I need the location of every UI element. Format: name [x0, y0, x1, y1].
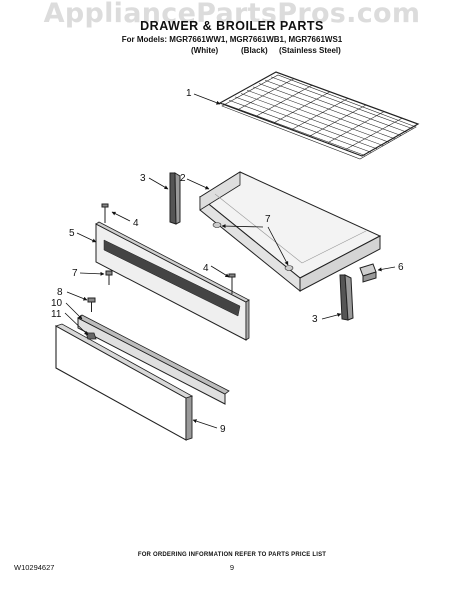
drawer-slide-upper [169, 172, 181, 225]
callout-6: 6 [398, 262, 404, 273]
page-title: DRAWER & BROILER PARTS [140, 19, 324, 33]
leader-lines [64, 93, 396, 429]
callout-4-upper: 4 [133, 218, 139, 229]
part-11-bracket [85, 332, 97, 340]
callout-3-lower: 3 [312, 314, 318, 325]
screw-7 [105, 270, 113, 285]
callout-5: 5 [69, 228, 75, 239]
callout-9: 9 [220, 424, 226, 435]
ordering-note: FOR ORDERING INFORMATION REFER TO PARTS … [137, 552, 327, 558]
broiler-drawer-pan [199, 171, 382, 293]
model-list: For Models: MGR7661WW1, MGR7661WB1, MGR7… [121, 35, 343, 44]
callout-labels: 1 2 3 4 5 7 4 7 6 8 10 11 3 9 [51, 88, 404, 435]
drawer-support-bar [77, 314, 230, 405]
page-number: 9 [229, 563, 235, 572]
variant-stainless: (Stainless Steel) [279, 46, 341, 55]
document-number: W10294627 [14, 563, 55, 572]
callout-3-upper: 3 [140, 173, 146, 184]
callout-8: 8 [57, 287, 63, 298]
drawer-slide-lower [339, 274, 354, 321]
drawer-front-cover [55, 323, 193, 441]
callout-11: 11 [51, 309, 62, 320]
callout-2: 2 [180, 173, 186, 184]
callout-1: 1 [186, 88, 192, 99]
drawer-front-panel [95, 221, 250, 341]
watermark: AppliancePartsPros.com [43, 0, 421, 29]
screw-8 [87, 297, 96, 312]
drawer-clip [359, 263, 377, 283]
variant-white: (White) [191, 46, 219, 55]
callout-7-upper: 7 [265, 214, 271, 225]
callout-7-lower: 7 [72, 268, 78, 279]
variant-black: (Black) [241, 46, 268, 55]
oven-rack [218, 71, 420, 160]
screw-4a [101, 203, 109, 223]
callout-10: 10 [51, 298, 63, 309]
callout-4-lower: 4 [203, 263, 209, 274]
